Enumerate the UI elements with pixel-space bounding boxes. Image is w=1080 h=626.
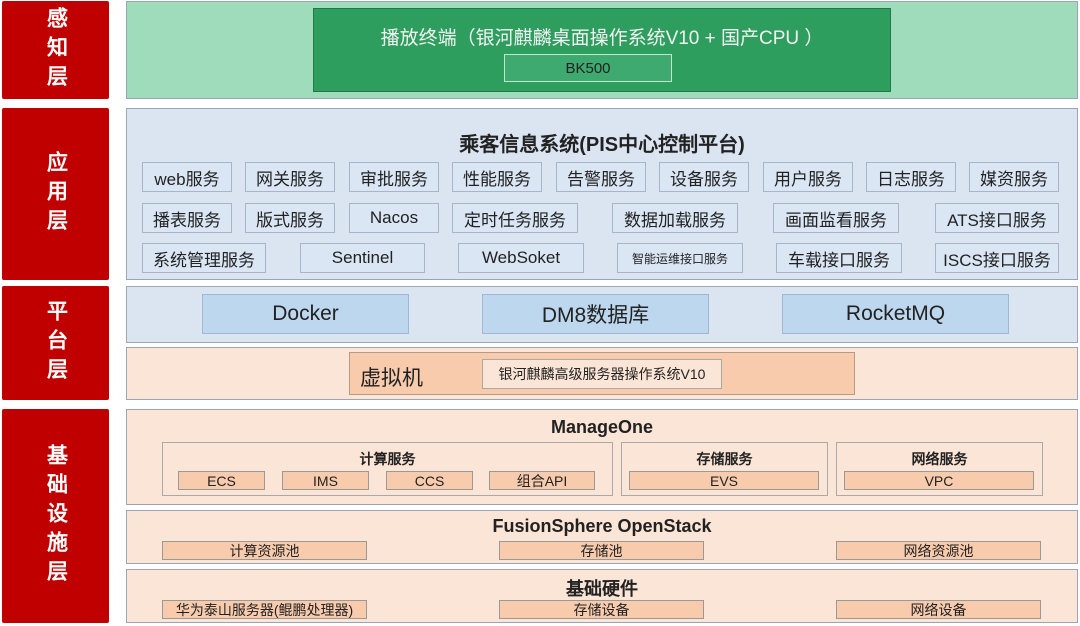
platform-docker: Docker xyxy=(202,294,409,334)
compute-ecs: ECS xyxy=(178,471,265,490)
service-device: 设备服务 xyxy=(659,162,749,192)
fusionsphere-compute-pool: 计算资源池 xyxy=(162,541,367,560)
compute-api: 组合API xyxy=(489,471,595,490)
fusionsphere-network-pool: 网络资源池 xyxy=(836,541,1041,560)
service-iscs: ISCS接口服务 xyxy=(935,243,1059,273)
service-smart-ops: 智能运维接口服务 xyxy=(617,243,743,273)
vm-os: 银河麒麟高级服务器操作系统V10 xyxy=(482,359,722,389)
terminal-title: 播放终端（银河麒麟桌面操作系统V10 + 国产CPU ） xyxy=(380,28,824,49)
hardware-server: 华为泰山服务器(鲲鹏处理器) xyxy=(162,600,367,619)
vm-label: 虚拟机 xyxy=(360,367,423,390)
service-performance: 性能服务 xyxy=(452,162,542,192)
service-layout: 版式服务 xyxy=(245,203,335,233)
service-user: 用户服务 xyxy=(763,162,853,192)
compute-ims: IMS xyxy=(282,471,369,490)
network-vpc: VPC xyxy=(844,471,1034,490)
service-sentinel: Sentinel xyxy=(300,243,425,273)
application-panel xyxy=(126,108,1078,280)
service-vehicle: 车载接口服务 xyxy=(776,243,902,273)
storage-evs: EVS xyxy=(629,471,819,490)
compute-ccs: CCS xyxy=(386,471,473,490)
layer-label-infrastructure: 基础设施层 xyxy=(2,409,109,623)
compute-service-group: 计算服务 ECS IMS CCS 组合API xyxy=(162,442,613,496)
platform-dm8: DM8数据库 xyxy=(482,294,709,334)
hardware-storage: 存储设备 xyxy=(499,600,704,619)
layer-label-application: 应用层 xyxy=(2,108,109,280)
storage-service-group: 存储服务 EVS xyxy=(621,442,828,496)
application-title: 乘客信息系统(PIS中心控制平台) xyxy=(459,134,745,156)
device-bk500: BK500 xyxy=(504,54,672,82)
terminal-box: 播放终端（银河麒麟桌面操作系统V10 + 国产CPU ） BK500 xyxy=(313,8,891,92)
layer-label-platform: 平台层 xyxy=(2,286,109,400)
service-nacos: Nacos xyxy=(349,203,439,233)
fusionsphere-storage-pool: 存储池 xyxy=(499,541,704,560)
storage-service-title: 存储服务 xyxy=(696,451,753,467)
platform-rocketmq: RocketMQ xyxy=(782,294,1009,334)
service-approval: 审批服务 xyxy=(349,162,439,192)
compute-service-title: 计算服务 xyxy=(359,451,416,467)
service-system-mgmt: 系统管理服务 xyxy=(142,243,266,273)
service-log: 日志服务 xyxy=(866,162,956,192)
fusionsphere-title: FusionSphere OpenStack xyxy=(492,516,712,536)
service-timed-task: 定时任务服务 xyxy=(452,203,578,233)
service-ats: ATS接口服务 xyxy=(935,203,1059,233)
network-service-group: 网络服务 VPC xyxy=(836,442,1043,496)
service-monitor: 画面监看服务 xyxy=(773,203,899,233)
hardware-network: 网络设备 xyxy=(836,600,1041,619)
service-media: 媒资服务 xyxy=(969,162,1059,192)
layer-label-perception: 感知层 xyxy=(2,1,109,99)
service-schedule: 播表服务 xyxy=(142,203,232,233)
manageone-title: ManageOne xyxy=(550,417,654,437)
vm-box: 虚拟机 银河麒麟高级服务器操作系统V10 xyxy=(349,352,855,395)
hardware-title: 基础硬件 xyxy=(566,579,638,599)
service-web: web服务 xyxy=(142,162,232,192)
service-websoket: WebSoket xyxy=(458,243,584,273)
network-service-title: 网络服务 xyxy=(911,451,968,467)
service-data-load: 数据加载服务 xyxy=(612,203,738,233)
service-gateway: 网关服务 xyxy=(245,162,335,192)
service-alarm: 告警服务 xyxy=(556,162,646,192)
